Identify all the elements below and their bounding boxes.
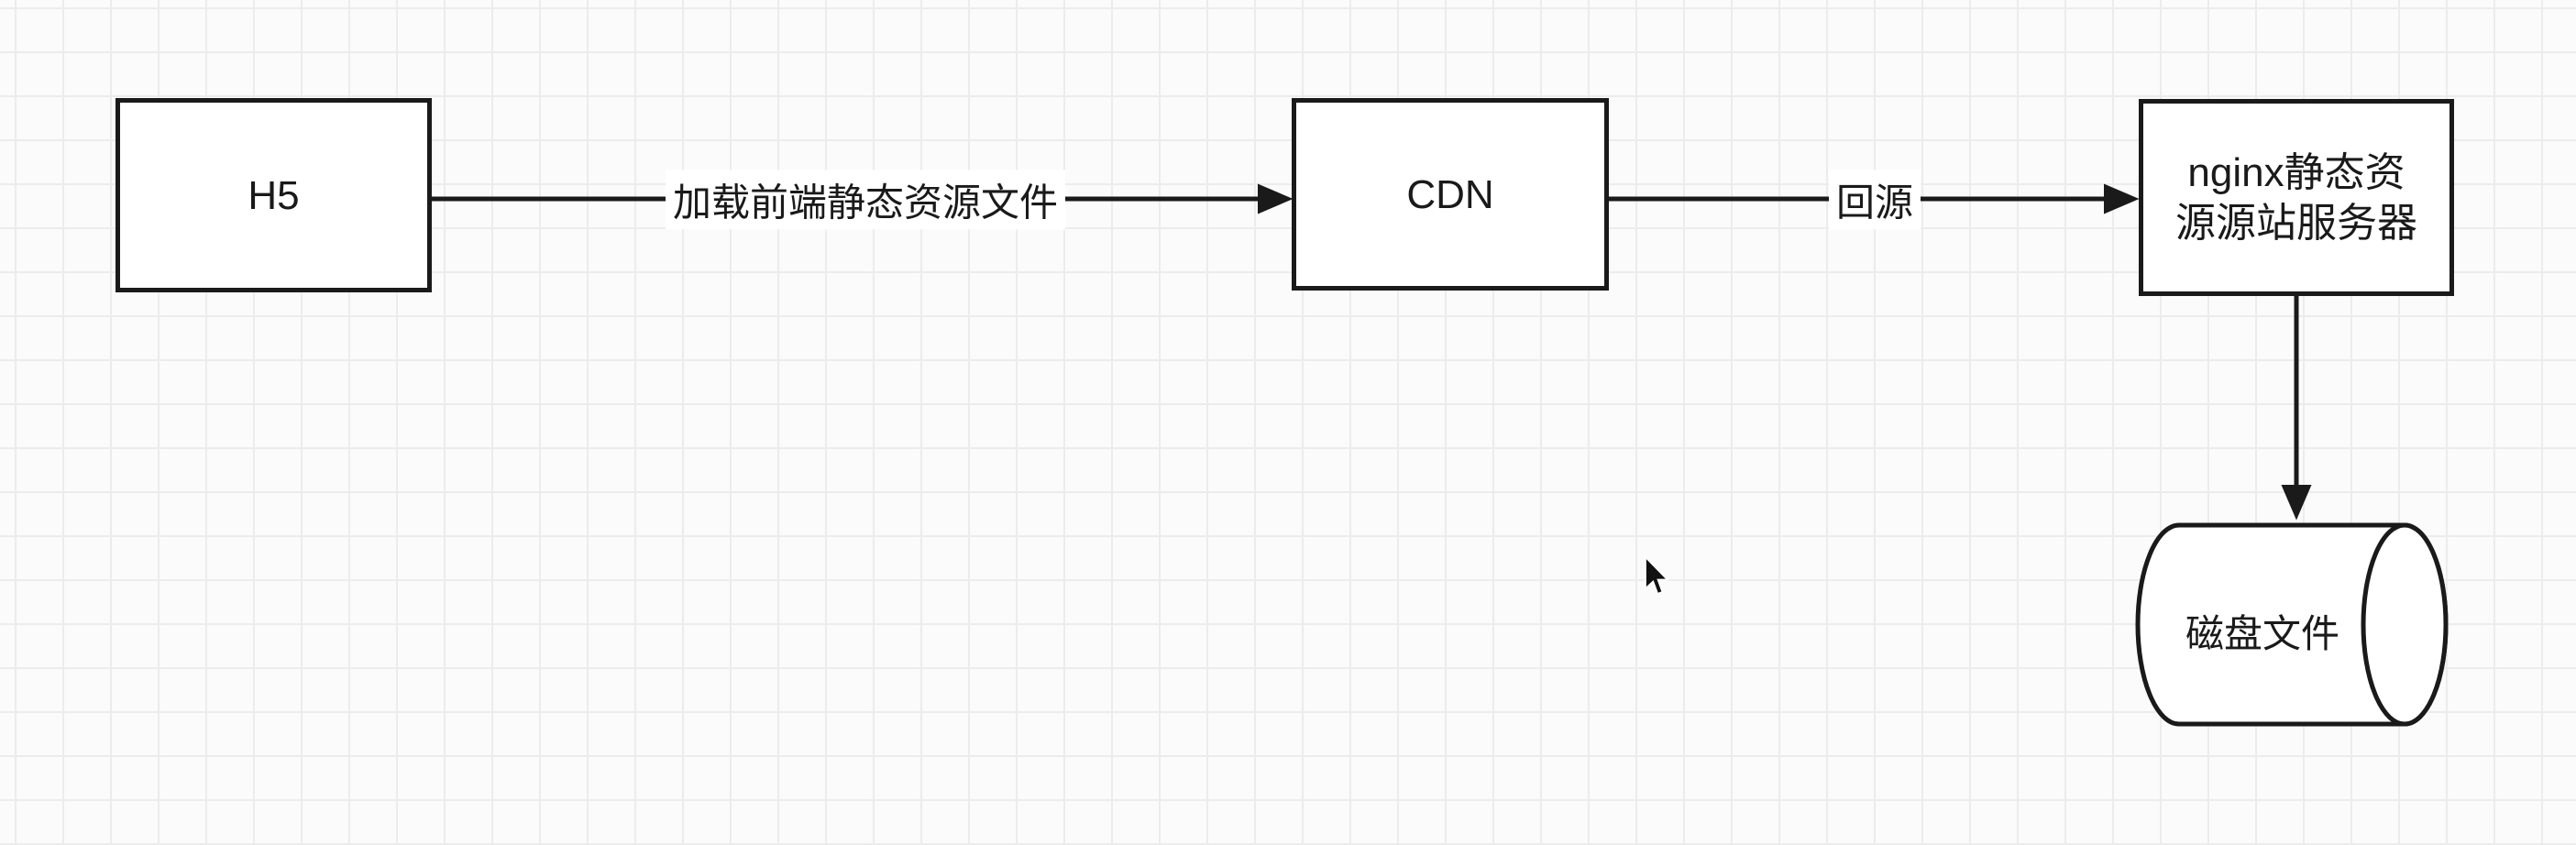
edge-label-load-static-assets[interactable]: 加载前端静态资源文件 bbox=[665, 170, 1066, 230]
arrowhead-right-icon bbox=[2104, 183, 2140, 214]
node-nginx-label-line1: nginx静态资 bbox=[2187, 149, 2405, 195]
node-disk-label: 磁盘文件 bbox=[2185, 612, 2339, 655]
node-h5-label: H5 bbox=[248, 172, 300, 218]
mouse-cursor-icon bbox=[1644, 555, 1668, 596]
node-nginx-label-line2: 源源站服务器 bbox=[2175, 200, 2417, 246]
node-h5[interactable]: H5 bbox=[116, 98, 432, 292]
edge-nginx-disk[interactable] bbox=[2281, 296, 2312, 521]
node-disk-cylinder[interactable] bbox=[2135, 522, 2449, 727]
node-cdn-label: CDN bbox=[1406, 171, 1494, 217]
node-nginx-origin-server[interactable]: nginx静态资 源源站服务器 bbox=[2139, 99, 2454, 296]
cylinder-rim-icon bbox=[2361, 522, 2449, 727]
node-cdn[interactable]: CDN bbox=[1292, 98, 1609, 291]
arrowhead-right-icon bbox=[1258, 183, 1294, 214]
edge-label-back-to-origin[interactable]: 回源 bbox=[1828, 170, 1921, 230]
arrowhead-down-icon bbox=[2281, 485, 2312, 521]
